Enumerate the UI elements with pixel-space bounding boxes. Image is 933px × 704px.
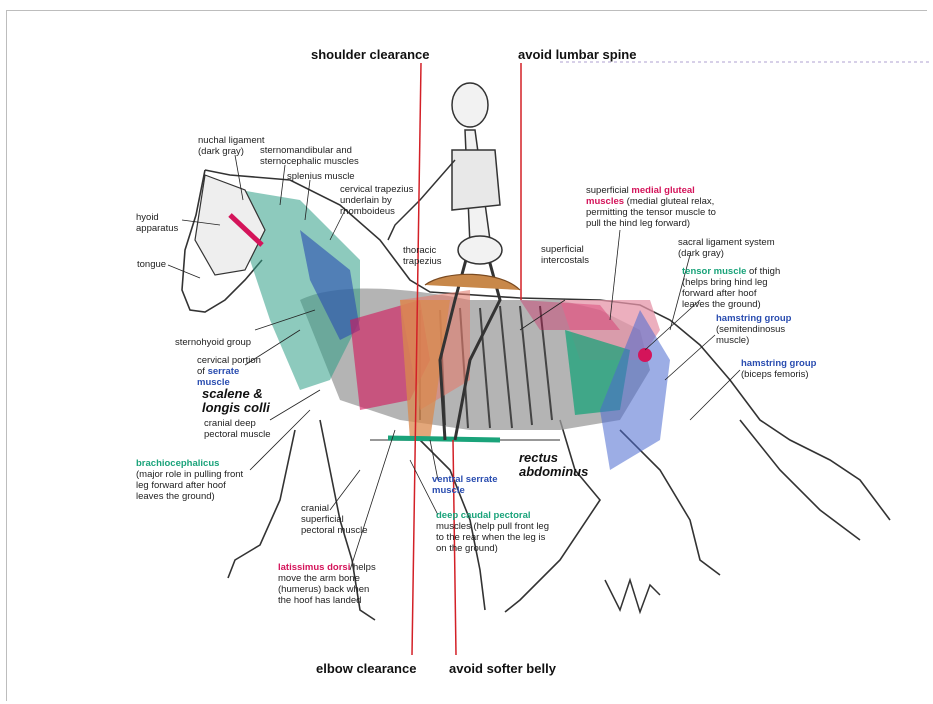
saddle (425, 274, 520, 290)
thoracic-trapezius-label: thoracic trapezius (403, 245, 442, 267)
hyoid-apparatus-label: hyoid apparatus (136, 212, 178, 234)
sacral-dot (638, 348, 652, 362)
sternomandibular-label: sternomandibular and sternocephalic musc… (260, 145, 359, 167)
sacral-ligament-label: sacral ligament system (dark gray) (678, 237, 775, 259)
ventral-serrate-label: ventral serrate muscle (432, 474, 497, 496)
nuchal-ligament-label: nuchal ligament (dark gray) (198, 135, 265, 157)
elbow-clearance-label: elbow clearance (316, 661, 416, 676)
latissimus-name: latissimus dorsi (278, 562, 350, 573)
splenius-label: splenius muscle (287, 171, 355, 182)
superficial-intercostals-label: superficial intercostals (541, 244, 589, 266)
serrate-word: serrate (208, 366, 240, 377)
sternohyoid-label: sternohyoid group (175, 337, 251, 348)
medial-gluteal-label: superficial medial gluteal muscles (medi… (586, 185, 716, 229)
hamstring-semitendinosus-label: hamstring group(semitendinosus muscle) (716, 313, 791, 346)
deep-caudal-desc: muscles (help pull front leg to the rear… (436, 521, 549, 554)
hamstring2-name: hamstring group (741, 358, 816, 369)
deep-caudal-name: deep caudal pectoral (436, 510, 531, 521)
rectus-abdominus-label: rectus abdominus (519, 451, 588, 479)
tongue-label: tongue (137, 259, 166, 270)
artist-signature (605, 580, 660, 612)
scalene-longis-colli-label: scalene & longis colli (202, 387, 270, 415)
brachiocephalicus-desc: (major role in pulling front leg forward… (136, 469, 243, 502)
brachiocephalicus-name: brachiocephalicus (136, 458, 219, 469)
shoulder-clearance-label: shoulder clearance (311, 47, 430, 62)
avoid-softer-belly-label: avoid softer belly (449, 661, 556, 676)
cervical-trapezius-label: cervical trapezius underlain by rhomboid… (340, 184, 413, 217)
hamstring1-desc: (semitendinosus muscle) (716, 324, 785, 346)
cranial-superficial-pectoral-label: cranial superficial pectoral muscle (301, 503, 368, 536)
latissimus-dorsi-label: latissimus dorsi helps move the arm bone… (278, 562, 376, 606)
tensor-name: tensor muscle (682, 266, 746, 277)
tensor-muscle-label: tensor muscle of thigh (helps bring hind… (682, 266, 780, 310)
hamstring1-name: hamstring group (716, 313, 791, 324)
hamstring2-desc: (biceps femoris) (741, 369, 809, 380)
avoid-lumbar-spine-label: avoid lumbar spine (518, 47, 636, 62)
hamstring-biceps-label: hamstring group(biceps femoris) (741, 358, 816, 380)
gluteal-prefix: superficial (586, 185, 631, 196)
brachiocephalicus-label: brachiocephalicus(major role in pulling … (136, 458, 243, 502)
cranial-deep-pectoral-label: cranial deep pectoral muscle (204, 418, 271, 440)
